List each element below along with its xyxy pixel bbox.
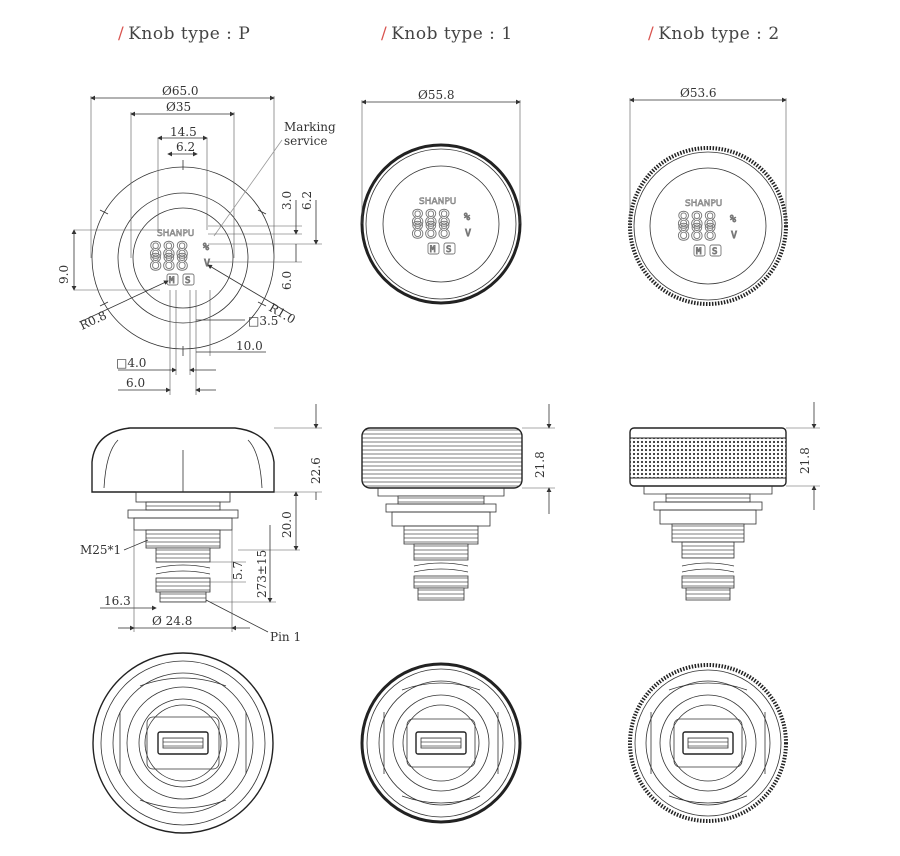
dim-6-2-right: 6.2 bbox=[300, 191, 314, 210]
percent-symbol-k2: % bbox=[730, 214, 736, 225]
pin1-label: Pin 1 bbox=[270, 630, 301, 644]
dim-square-4-0: □4.0 bbox=[116, 356, 146, 370]
percent-symbol: % bbox=[203, 242, 209, 253]
dim-9-0: 9.0 bbox=[57, 265, 71, 284]
dim-r0-8: R0.8 bbox=[77, 308, 108, 333]
volt-symbol-k1: V bbox=[465, 228, 471, 239]
dim-16-3: 16.3 bbox=[104, 594, 131, 608]
digits-row-2-k2: 888 bbox=[677, 221, 717, 246]
m-button-symbol-k1: M bbox=[430, 245, 436, 255]
back-view-knob-1 bbox=[360, 662, 522, 824]
dim-21-8-k2: 21.8 bbox=[798, 447, 812, 474]
title-knob-2: /Knob type : 2 bbox=[648, 24, 780, 44]
dim-cable-length: 273±15 bbox=[255, 550, 269, 598]
back-view-knob-p bbox=[92, 652, 274, 834]
volt-symbol-k2: V bbox=[731, 230, 737, 241]
marking-label-2: service bbox=[284, 134, 327, 148]
title-knob-1: /Knob type : 1 bbox=[381, 24, 513, 44]
digits-row-2-k1: 888 bbox=[411, 219, 451, 244]
brand-logo-1: SHANPU bbox=[419, 197, 456, 207]
dim-6-0-right: 6.0 bbox=[280, 271, 294, 290]
side-view-knob-2: 21.8 bbox=[629, 402, 820, 601]
dim-22-6: 22.6 bbox=[309, 457, 323, 484]
digits-row-1-k2: 888 bbox=[677, 209, 717, 234]
marking-label-1: Marking bbox=[284, 120, 336, 134]
dim-21-8-k1: 21.8 bbox=[533, 451, 547, 478]
dim-20-0: 20.0 bbox=[280, 511, 294, 538]
dim-outer-diameter: Ø65.0 bbox=[162, 84, 199, 98]
dim-diameter-53-6: Ø53.6 bbox=[680, 86, 717, 100]
dim-5-7: 5.7 bbox=[231, 561, 245, 580]
dim-diameter-24-8: Ø 24.8 bbox=[152, 614, 192, 628]
digits-row-2: 888 bbox=[149, 251, 189, 276]
volt-symbol: V bbox=[204, 258, 210, 269]
s-button-symbol-k2: S bbox=[712, 247, 717, 257]
thread-label: M25*1 bbox=[80, 543, 121, 557]
s-button-symbol-k1: S bbox=[446, 245, 451, 255]
front-view-knob-2: Ø53.6 SHANPU 888 888 % V M S bbox=[628, 86, 788, 306]
s-button-symbol: S bbox=[185, 276, 190, 286]
m-button-symbol-k2: M bbox=[696, 247, 702, 257]
dim-diameter-55-8: Ø55.8 bbox=[418, 88, 455, 102]
percent-symbol-k1: % bbox=[464, 212, 470, 223]
side-view-knob-p: 22.6 20.0 M25*1 5.7 273±15 16.3 Ø 24.8 P… bbox=[80, 404, 323, 644]
m-button-symbol: M bbox=[169, 276, 175, 286]
dim-10-0: 10.0 bbox=[236, 339, 263, 353]
brand-logo-2: SHANPU bbox=[685, 199, 722, 209]
dim-6-0-bottom: 6.0 bbox=[126, 376, 145, 390]
dim-6-2-top: 6.2 bbox=[176, 140, 195, 154]
brand-logo: SHANPU bbox=[157, 229, 194, 239]
digits-row-1-k1: 888 bbox=[411, 207, 451, 232]
digits-row-1: 888 bbox=[149, 239, 189, 264]
dim-3-0: 3.0 bbox=[280, 191, 294, 210]
dim-14-5: 14.5 bbox=[170, 125, 197, 139]
dim-inner-diameter: Ø35 bbox=[166, 100, 191, 114]
front-view-knob-1: Ø55.8 SHANPU 888 888 % V M S bbox=[360, 88, 522, 305]
title-knob-p: /Knob type : P bbox=[118, 24, 251, 44]
side-view-knob-1: 21.8 bbox=[361, 404, 555, 601]
back-view-knob-2 bbox=[628, 663, 788, 823]
dim-square-3-5: □3.5 bbox=[248, 314, 278, 328]
front-view-knob-p: Ø65.0 Ø35 14.5 6.2 Marking service SHANP… bbox=[57, 84, 336, 395]
